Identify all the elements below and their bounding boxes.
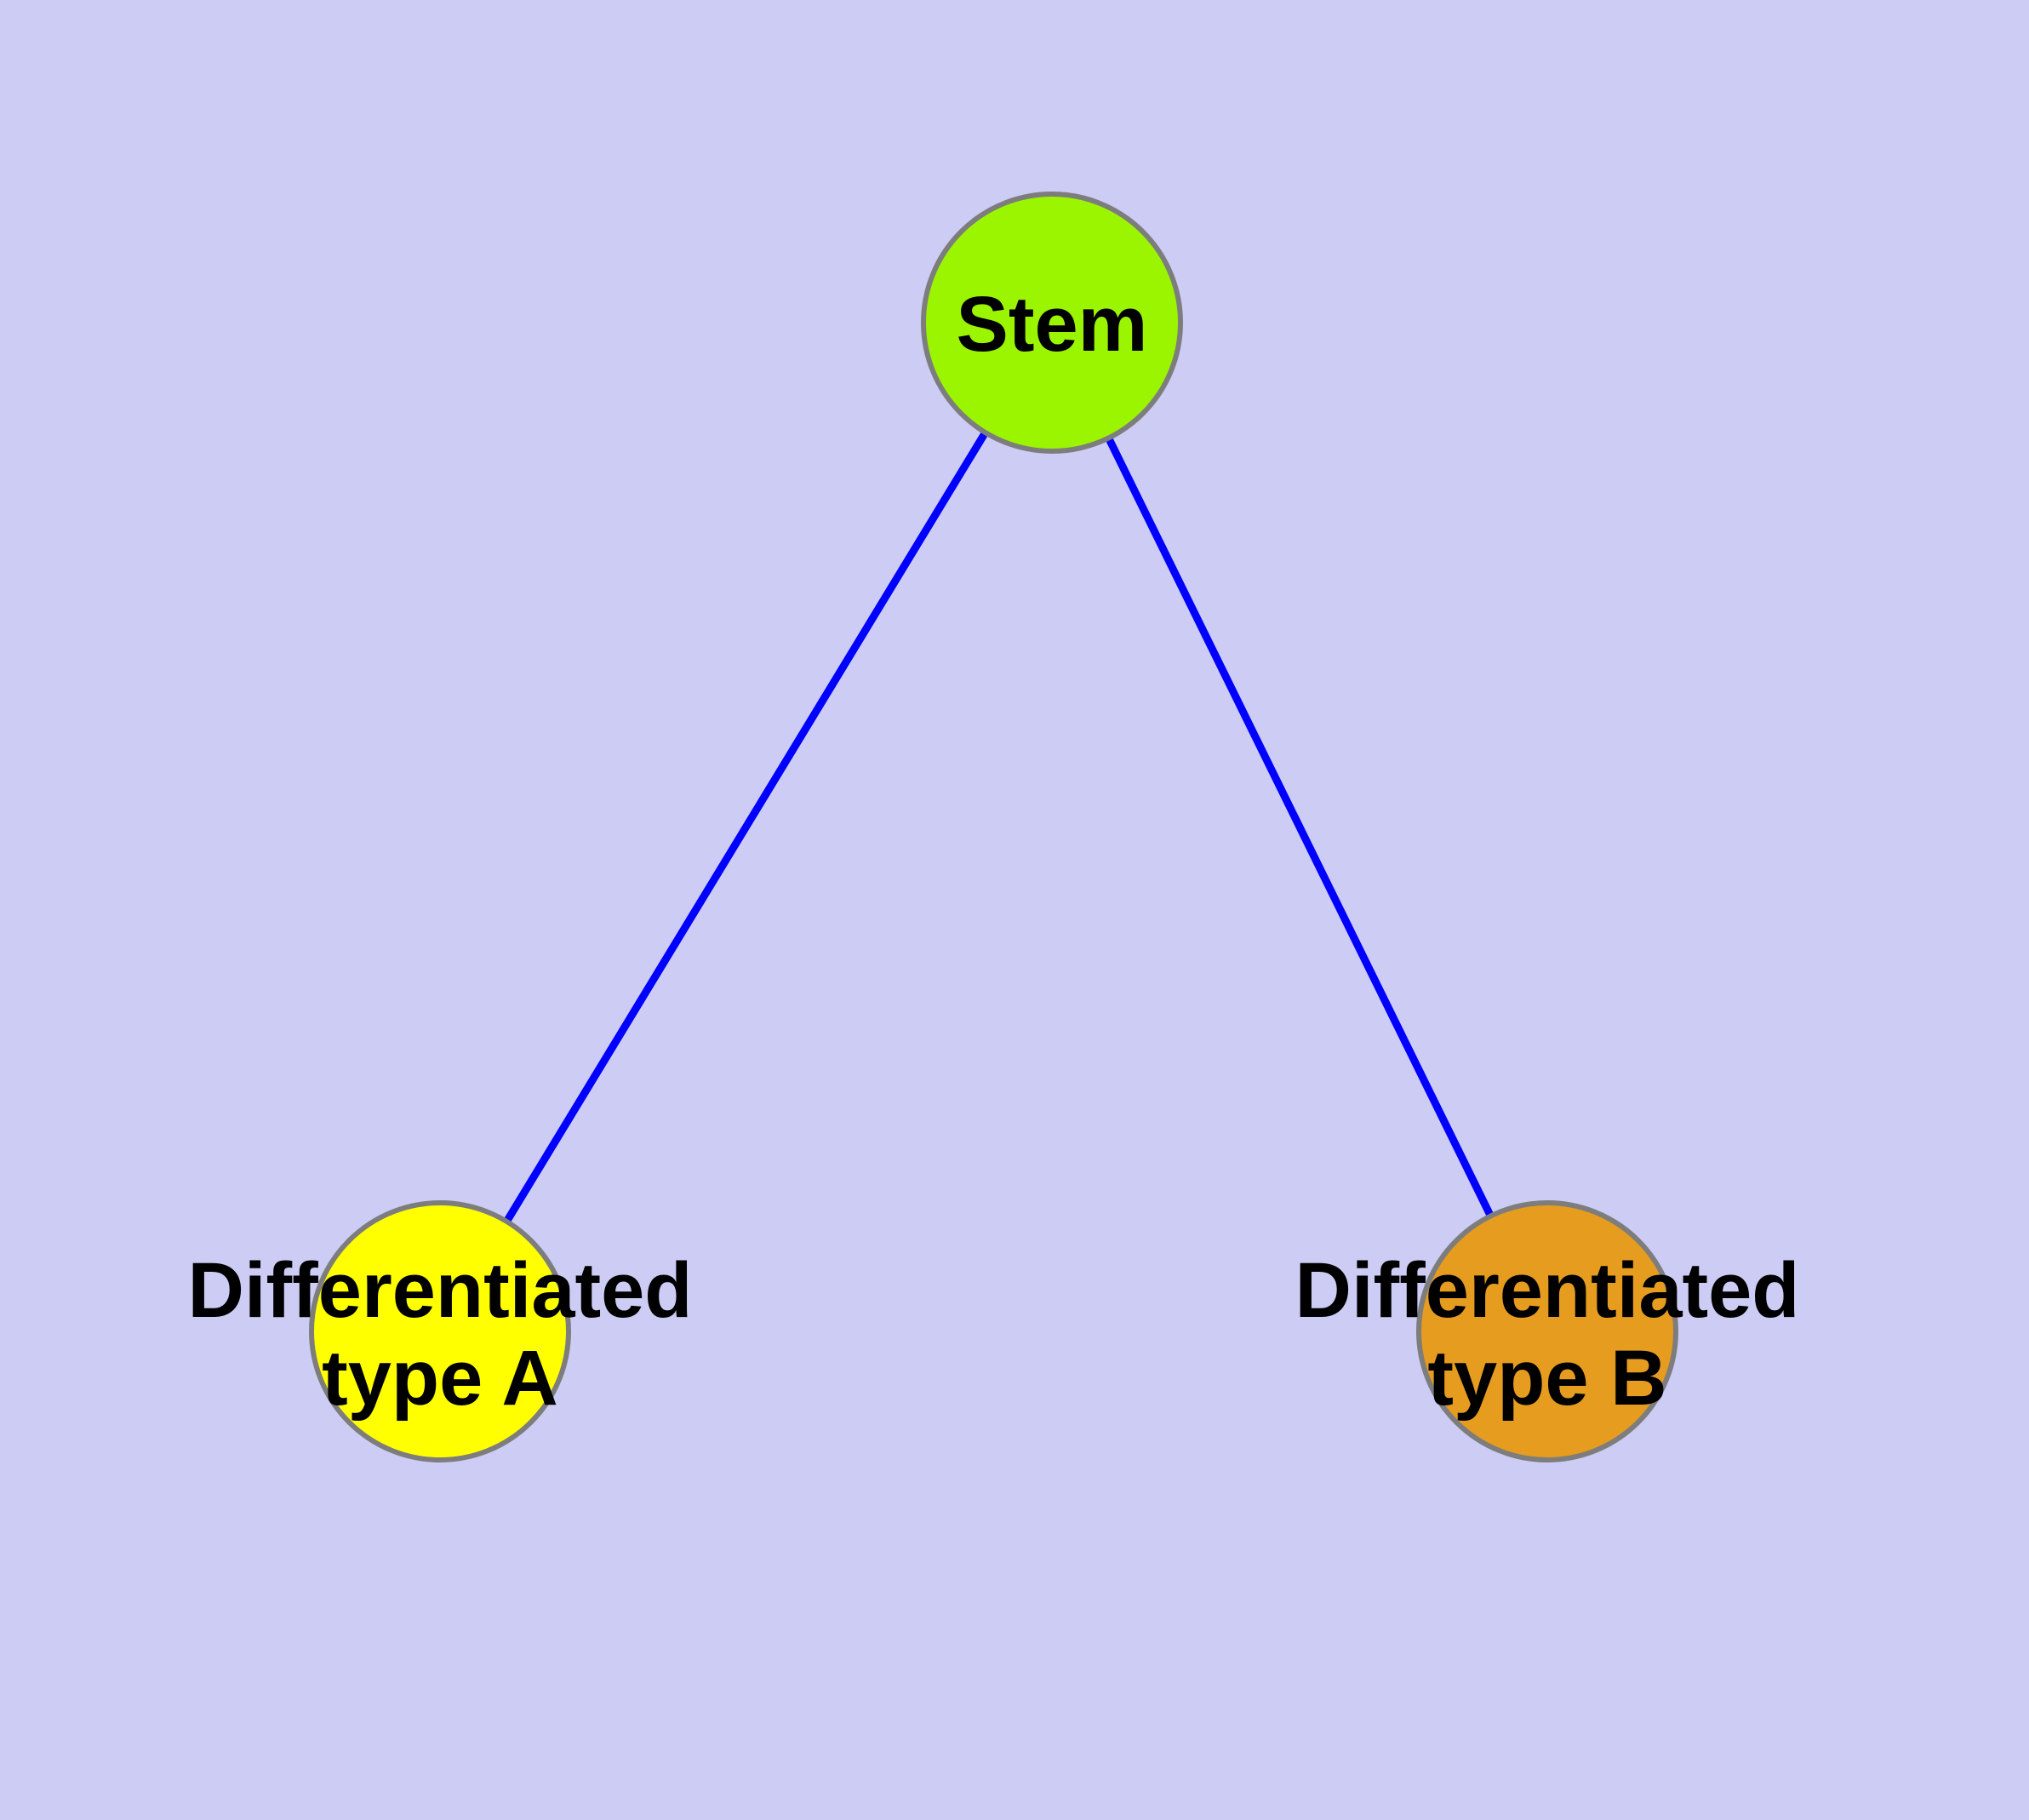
node-stem-circle (921, 192, 1183, 454)
node-type-a-circle (309, 1200, 571, 1462)
node-stem-label-text: Stem (957, 281, 1148, 368)
node-stem-label: Stem (957, 281, 1148, 368)
node-type-b-label-line1: Differentiated (1295, 1247, 1800, 1334)
node-type-a-label-line1: Differentiated (188, 1247, 693, 1334)
node-type-a-label-line2: type A (322, 1335, 558, 1422)
edge-stem-to-type-b (1048, 321, 1552, 1333)
node-type-b-label-line2: type B (1427, 1335, 1666, 1422)
edge-stem-to-type-a (437, 320, 1055, 1334)
node-type-b-circle (1416, 1200, 1678, 1462)
